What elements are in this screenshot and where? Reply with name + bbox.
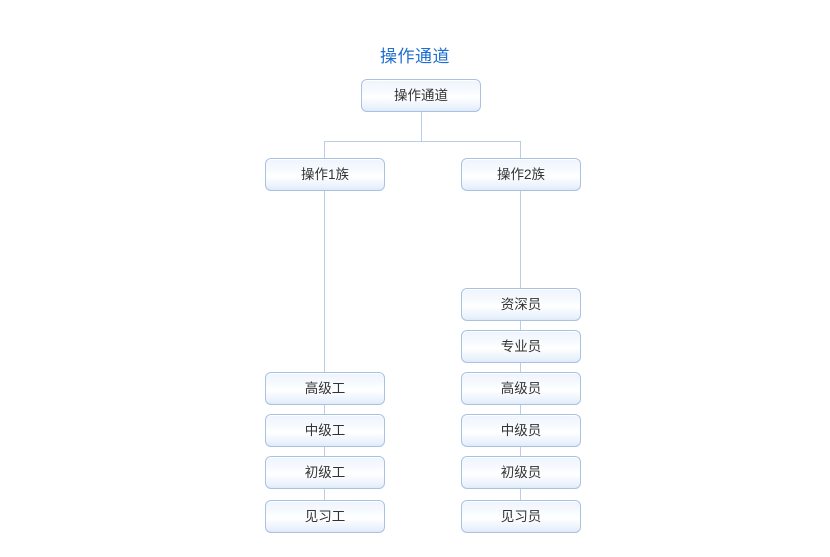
node-branch-1-level-4-label: 见习工 — [304, 508, 346, 524]
node-branch-2-level-2[interactable]: 专业员 — [461, 330, 581, 363]
connector-drop-branch-2 — [520, 141, 521, 158]
node-branch-2-level-5[interactable]: 初级员 — [461, 456, 581, 489]
node-branch-2-level-3[interactable]: 高级员 — [461, 372, 581, 405]
node-branch-1-level-3-label: 初级工 — [304, 464, 346, 480]
node-branch-2-level-4-label: 中级员 — [500, 422, 542, 438]
connector-branch-1-spine — [324, 191, 325, 372]
connector-branch-2-5-6 — [520, 489, 521, 500]
node-branch-2-level-3-label: 高级员 — [500, 380, 542, 396]
node-branch-1-head-label: 操作1族 — [300, 166, 349, 182]
node-branch-2-level-5-label: 初级员 — [500, 464, 542, 480]
node-branch-1-level-1[interactable]: 高级工 — [265, 372, 385, 405]
node-branch-1-head[interactable]: 操作1族 — [265, 158, 385, 191]
node-root-label: 操作通道 — [394, 87, 448, 103]
page-title: 操作通道 — [380, 47, 450, 66]
node-branch-1-level-2-label: 中级工 — [304, 422, 346, 438]
node-branch-2-level-2-label: 专业员 — [500, 338, 542, 354]
node-branch-2-head-label: 操作2族 — [496, 166, 545, 182]
node-branch-2-level-4[interactable]: 中级员 — [461, 414, 581, 447]
connector-branch-2-4-5 — [520, 447, 521, 456]
connector-branch-2-spine — [520, 191, 521, 288]
connector-branch-2-1-2 — [520, 321, 521, 330]
node-branch-1-level-1-label: 高级工 — [304, 380, 346, 396]
connector-drop-branch-1 — [324, 141, 325, 158]
node-branch-1-level-2[interactable]: 中级工 — [265, 414, 385, 447]
node-branch-1-level-3[interactable]: 初级工 — [265, 456, 385, 489]
node-root[interactable]: 操作通道 — [361, 79, 481, 112]
node-branch-2-head[interactable]: 操作2族 — [461, 158, 581, 191]
node-branch-2-level-6-label: 见习员 — [500, 508, 542, 524]
connector-branch-1-2-3 — [324, 447, 325, 456]
connector-branch-1-3-4 — [324, 489, 325, 500]
connector-root-drop — [421, 112, 422, 141]
node-branch-2-level-1-label: 资深员 — [500, 296, 542, 312]
node-branch-2-level-1[interactable]: 资深员 — [461, 288, 581, 321]
connector-branch-2-3-4 — [520, 405, 521, 414]
connector-branch-2-2-3 — [520, 363, 521, 372]
connector-branch-1-1-2 — [324, 405, 325, 414]
node-branch-2-level-6[interactable]: 见习员 — [461, 500, 581, 533]
connector-split-bar — [324, 141, 521, 142]
node-branch-1-level-4[interactable]: 见习工 — [265, 500, 385, 533]
